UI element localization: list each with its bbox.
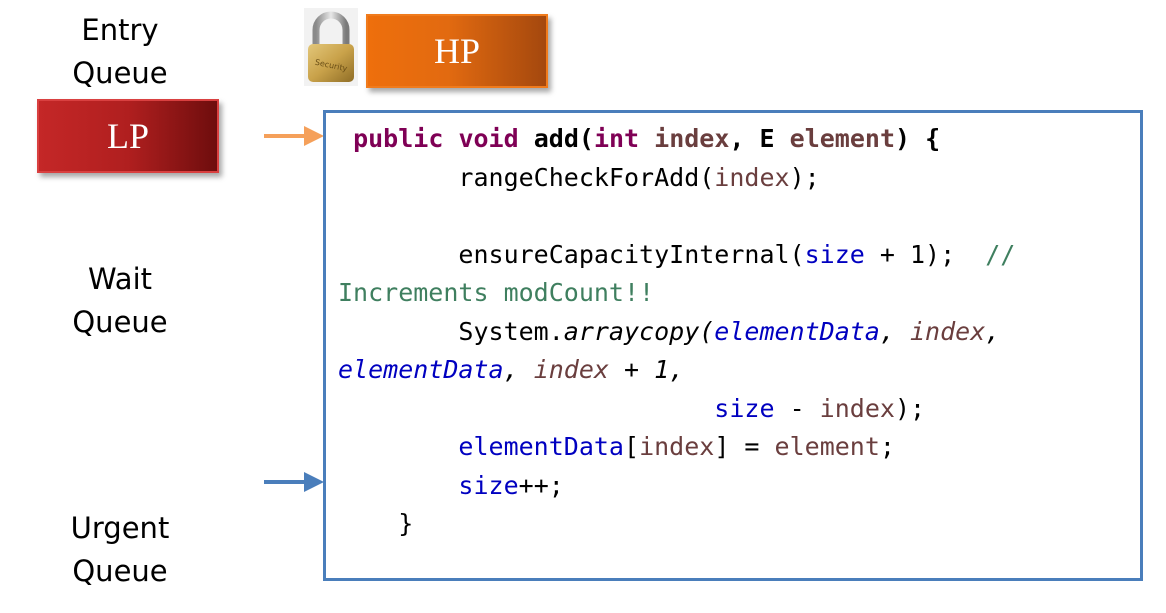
hp-label: HP bbox=[433, 31, 481, 71]
lp-process-box: LP bbox=[37, 99, 219, 173]
code-line-7: size - index); bbox=[714, 393, 926, 423]
code-line-10: } bbox=[398, 509, 414, 538]
code-line-2: rangeCheckForAdd(index); bbox=[458, 162, 820, 192]
code-line-9: size++; bbox=[458, 470, 564, 500]
lp-label: LP bbox=[106, 116, 149, 156]
code-line-4: Increments modCount!! bbox=[338, 278, 655, 307]
urgent-queue-line2: Queue bbox=[72, 554, 168, 588]
wait-queue-line1: Wait bbox=[87, 262, 153, 296]
urgent-arrow-icon bbox=[264, 472, 324, 492]
hp-process-box: HP bbox=[366, 14, 548, 88]
entry-queue-line2: Queue bbox=[72, 56, 168, 90]
entry-queue-line1: Entry bbox=[81, 13, 159, 47]
urgent-queue-label: Urgent Queue bbox=[45, 507, 195, 593]
monitor-code-box bbox=[323, 110, 1143, 581]
code-line-1: public void add(int index, E element) { bbox=[353, 124, 941, 153]
entry-queue-label: Entry Queue bbox=[45, 9, 195, 95]
wait-queue-line2: Queue bbox=[72, 305, 168, 339]
padlock-icon: Security bbox=[304, 8, 358, 86]
code-block: public void add(int index, E element) { … bbox=[338, 120, 1138, 544]
code-line-8: elementData[index] = element; bbox=[458, 432, 895, 461]
entry-arrow-icon bbox=[264, 126, 324, 146]
code-line-5: System.arraycopy(elementData, index, bbox=[458, 316, 1001, 346]
urgent-queue-line1: Urgent bbox=[70, 511, 170, 545]
code-line-3: ensureCapacityInternal(size + 1); // bbox=[458, 239, 1016, 269]
code-line-6: elementData, index + 1, bbox=[338, 355, 685, 384]
wait-queue-label: Wait Queue bbox=[45, 258, 195, 344]
